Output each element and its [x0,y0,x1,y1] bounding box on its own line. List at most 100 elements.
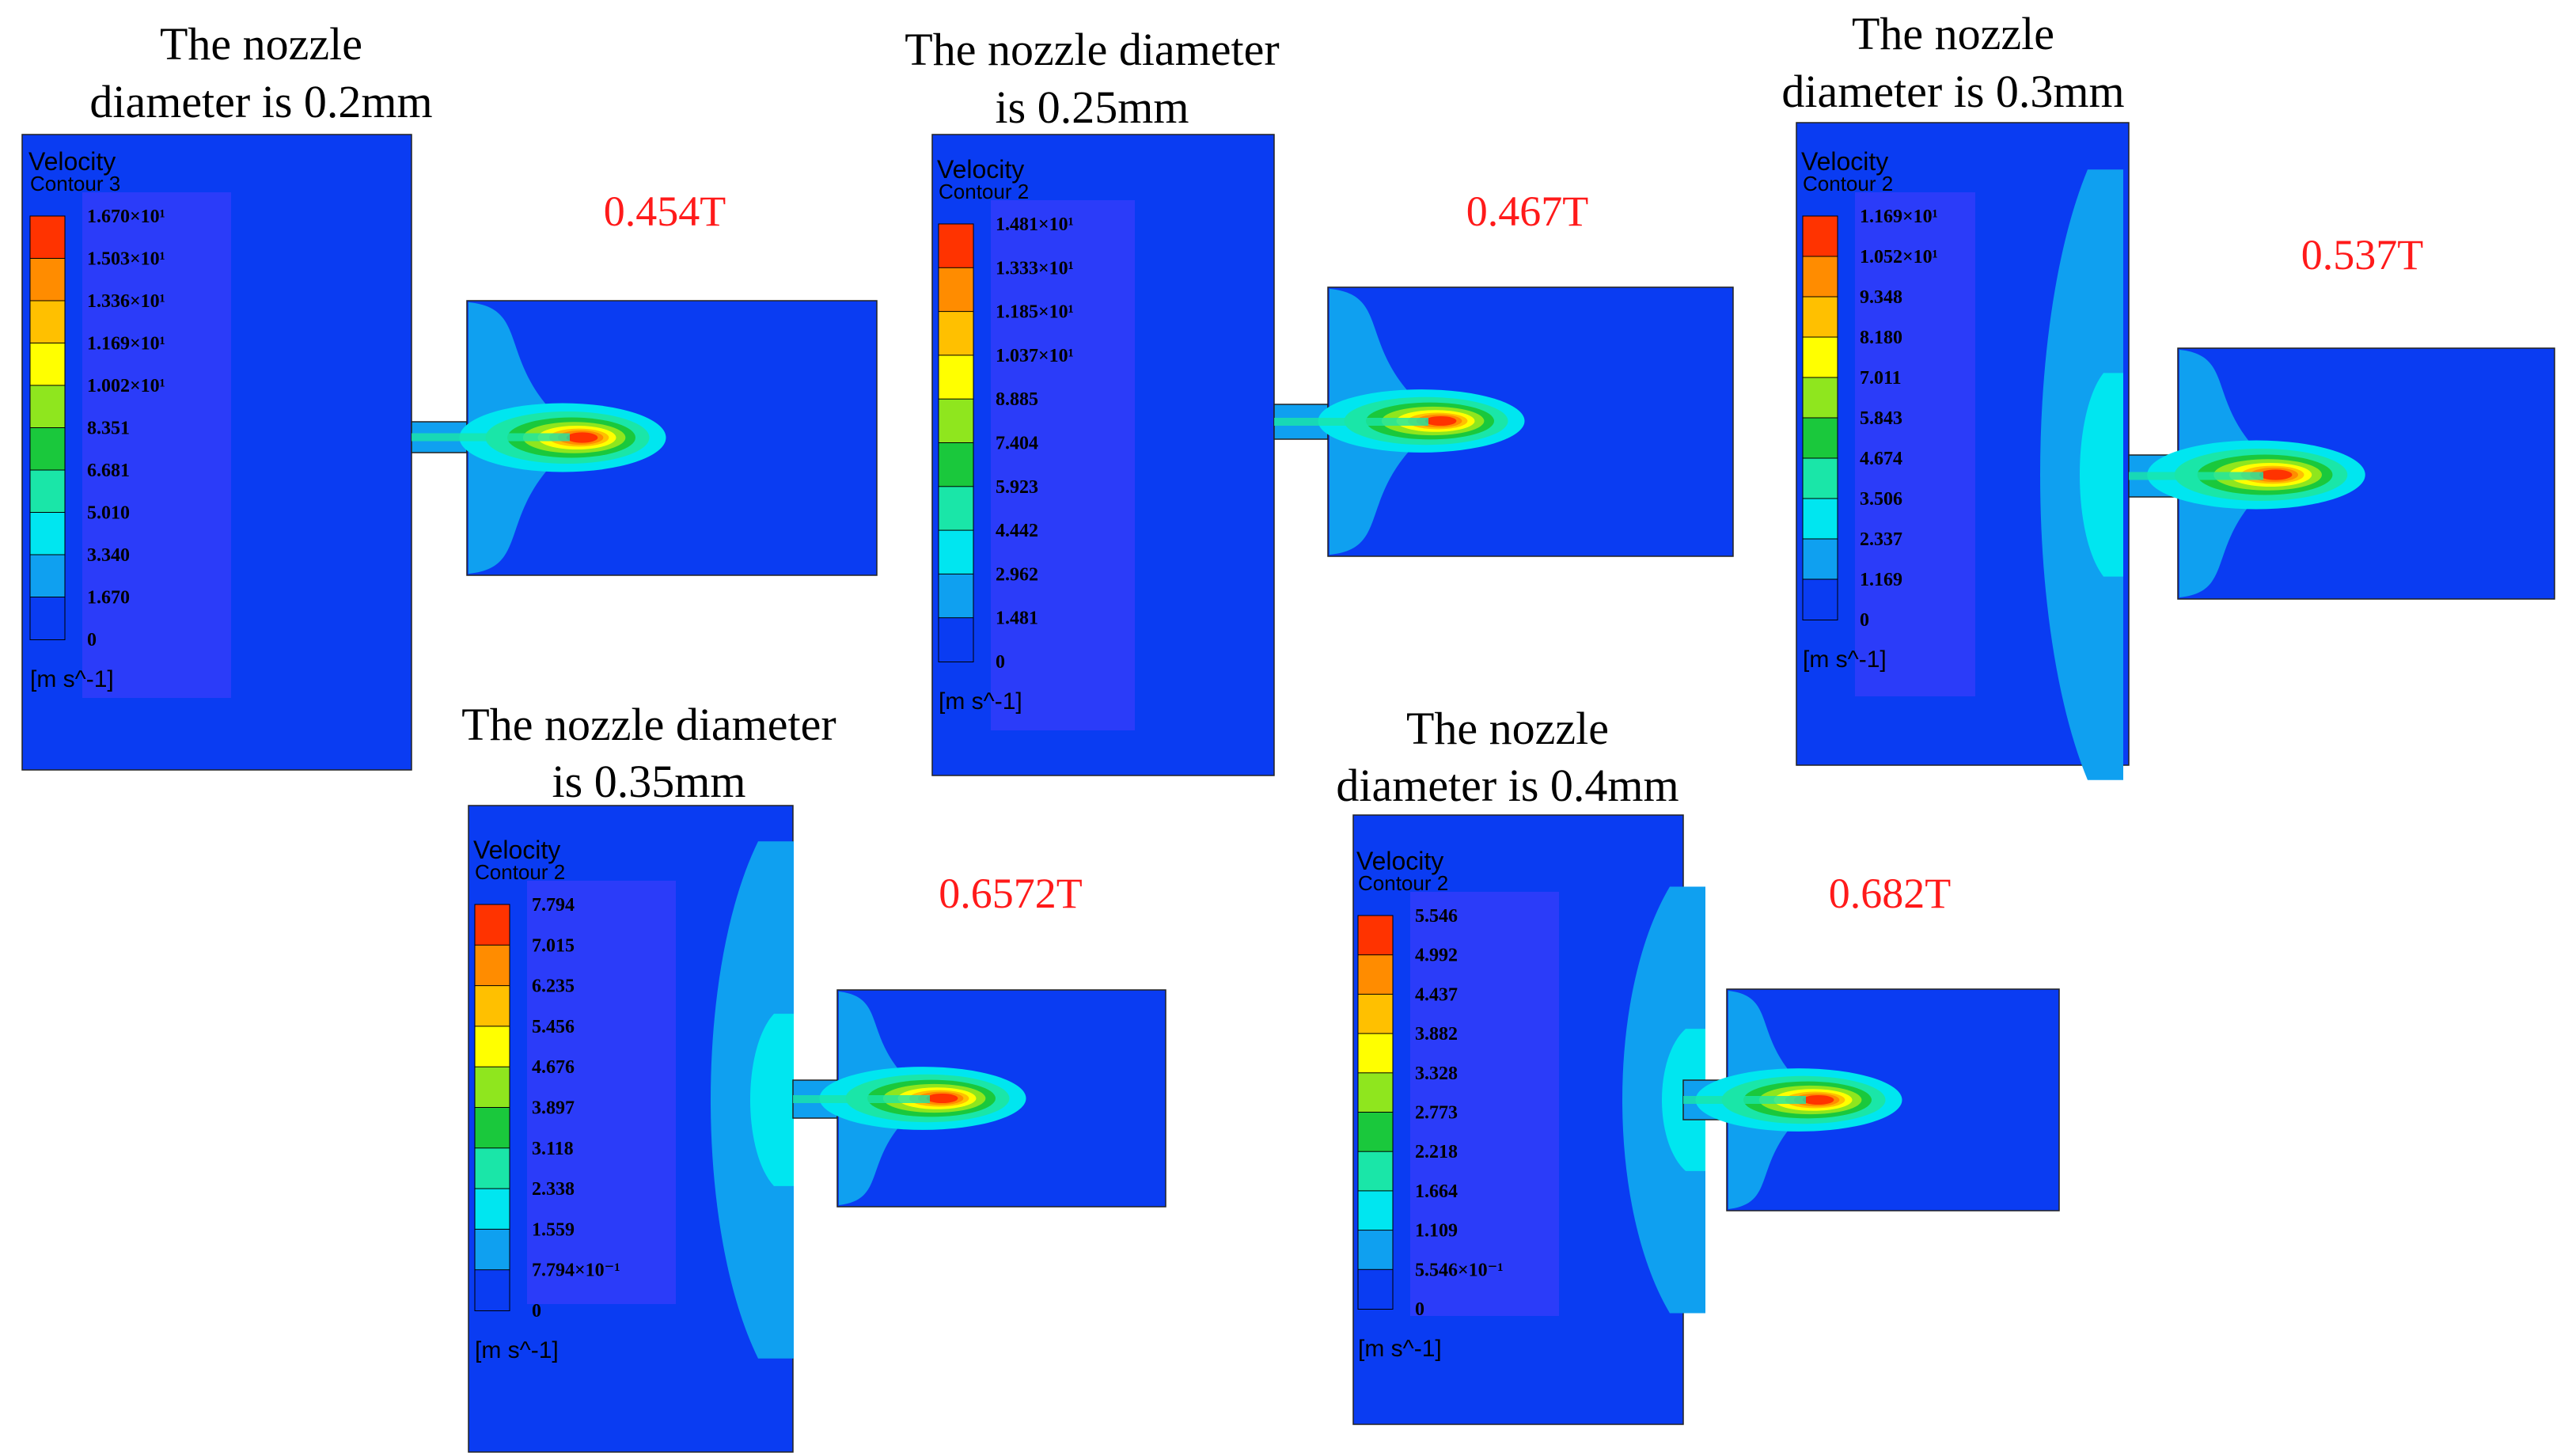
legend-tick-4: 1.002×10¹ [87,376,165,396]
legend-band-2 [1357,993,1394,1035]
legend-band-5 [474,1107,510,1149]
legend-band-1 [938,267,974,313]
panel-title-line-1: The nozzle [1406,703,1609,754]
legend-band-9 [1802,578,1838,620]
legend-band-0 [474,904,510,946]
legend-band-6 [29,469,66,514]
legend-tick-9: 7.794×10⁻¹ [532,1261,620,1281]
legend-band-7 [474,1188,510,1230]
legend-band-1 [29,258,66,301]
legend-panel [1410,892,1559,1316]
legend-quantity: Velocity [1801,147,1888,176]
time-label: 0.454T [604,188,726,235]
legend-band-9 [1357,1268,1394,1310]
panel-title-line-2: diameter is 0.3mm [1781,66,2124,117]
panel-title-line-1: The nozzle [160,18,362,70]
legend-tick-3: 1.169×10¹ [87,334,165,355]
legend-tick-10: 0 [1415,1299,1424,1320]
jet-streak [1683,1096,1806,1104]
legend-tick-6: 3.118 [532,1139,574,1159]
legend-band-5 [1802,417,1838,459]
legend-tick-1: 4.992 [1415,946,1458,966]
legend-contour-name: Contour 2 [1803,172,1893,195]
legend-tick-7: 4.442 [996,521,1038,541]
legend-band-4 [1802,377,1838,419]
legend-tick-0: 1.169×10¹ [1860,207,1938,227]
legend-band-0 [938,223,974,269]
legend-tick-5: 3.897 [532,1098,575,1119]
legend-unit: [m s^-1] [475,1337,559,1363]
legend-tick-10: 0 [532,1301,541,1321]
legend-band-7 [1357,1190,1394,1231]
legend-tick-3: 8.180 [1860,328,1902,348]
legend-band-0 [1802,215,1838,257]
panel-title-line-1: The nozzle diameter [461,699,836,750]
legend-tick-1: 1.333×10¹ [996,258,1074,279]
legend-tick-9: 1.169 [1860,570,1902,590]
legend-band-2 [1802,296,1838,338]
legend-tick-3: 3.882 [1415,1024,1458,1045]
legend-band-1 [1357,954,1394,995]
legend-quantity: Velocity [473,836,560,864]
legend-band-6 [938,486,974,532]
legend-band-1 [1802,256,1838,298]
jet-ring-7 [1802,1094,1834,1105]
legend-band-4 [1357,1072,1394,1113]
legend-band-7 [29,512,66,555]
panel-title-line-2: is 0.25mm [996,82,1189,133]
time-label: 0.467T [1466,188,1589,235]
legend-band-5 [1357,1112,1394,1153]
plume-inner [750,1014,794,1186]
legend-tick-4: 8.885 [996,389,1038,410]
legend-band-4 [938,398,974,444]
panel-title-line-2: diameter is 0.4mm [1336,760,1678,811]
legend-tick-10: 0 [1860,610,1869,631]
legend-band-8 [1802,538,1838,580]
legend-tick-8: 3.340 [87,545,130,566]
jet-ring-7 [566,432,598,443]
legend-tick-8: 1.109 [1415,1221,1458,1242]
legend-tick-9: 5.546×10⁻¹ [1415,1260,1504,1280]
legend-band-8 [29,554,66,598]
legend-contour-name: Contour 2 [1358,871,1448,895]
legend-band-9 [938,617,974,663]
legend-band-6 [1357,1151,1394,1192]
legend-tick-8: 2.962 [996,564,1038,585]
legend-tick-10: 0 [87,630,97,650]
legend-band-2 [474,985,510,1027]
legend-band-7 [938,529,974,575]
flow-domain [1352,814,2060,1425]
jet-ring-7 [1424,415,1457,427]
legend-tick-6: 2.218 [1415,1142,1458,1162]
legend-band-2 [29,300,66,344]
legend-unit: [m s^-1] [1358,1336,1442,1362]
legend-band-6 [474,1147,510,1190]
legend-band-4 [474,1066,510,1109]
legend-tick-2: 1.336×10¹ [87,291,165,312]
legend-band-3 [474,1026,510,1068]
legend-tick-8: 2.337 [1860,529,1902,550]
legend-panel [527,881,676,1304]
legend-band-8 [938,573,974,619]
legend-contour-name: Contour 2 [475,860,565,884]
legend-quantity: Velocity [28,147,116,176]
jet-streak [2129,472,2263,480]
legend-tick-7: 5.010 [87,503,130,524]
legend-contour-name: Contour 2 [939,180,1029,203]
time-label: 0.537T [2301,231,2424,279]
legend-tick-5: 8.351 [87,419,130,439]
legend-tick-6: 6.681 [87,461,130,481]
legend-tick-7: 3.506 [1860,489,1902,510]
legend-tick-0: 7.794 [532,895,575,916]
legend-tick-4: 4.676 [532,1057,575,1078]
legend-band-0 [29,215,66,260]
legend-band-9 [29,597,66,640]
legend-tick-6: 4.674 [1860,449,1902,469]
legend-tick-0: 1.481×10¹ [996,214,1074,235]
time-label: 0.6572T [939,870,1083,917]
